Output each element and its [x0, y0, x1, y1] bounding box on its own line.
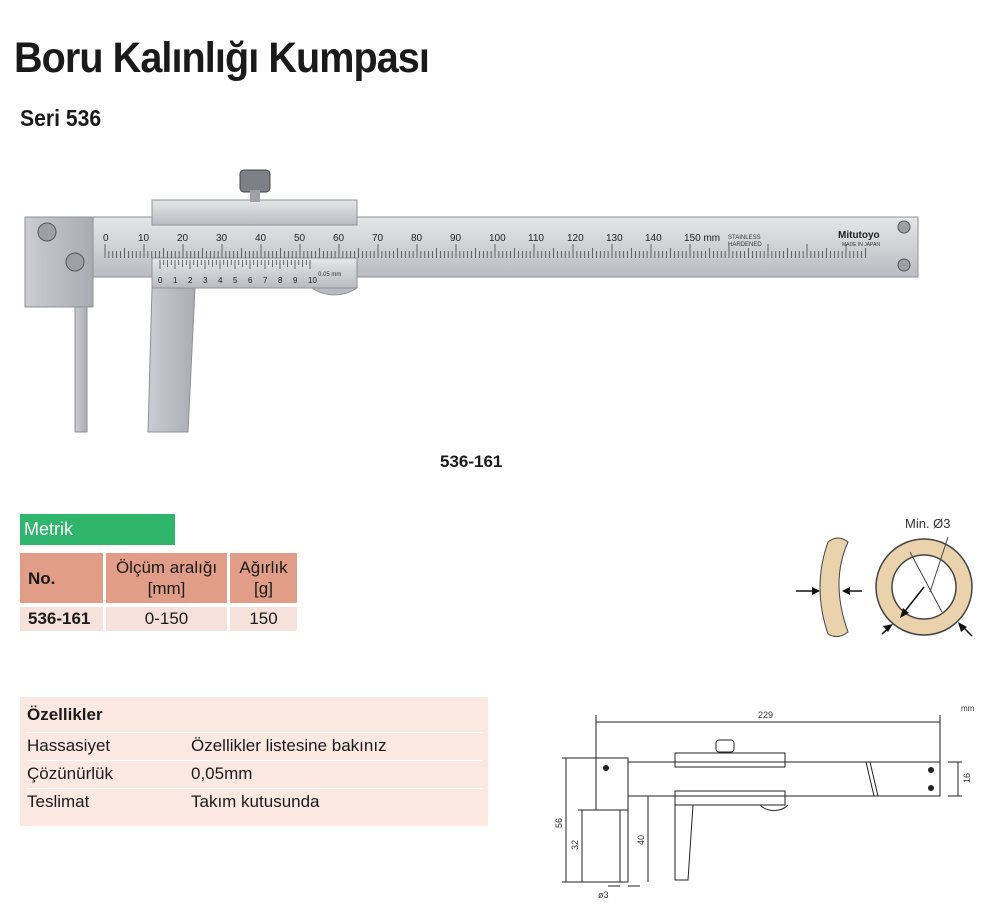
stamp-stainless: STAINLESS [728, 235, 761, 241]
dim-total: 229 [758, 710, 773, 720]
header-range-line1: Ölçüm aralığı [115, 558, 218, 577]
metric-tab: Metrik [20, 514, 175, 545]
scale-label: 10 [138, 233, 150, 244]
vernier-note: 0.05 mm [318, 272, 341, 278]
scale-label: 30 [216, 233, 228, 244]
dim-32: 32 [570, 840, 580, 850]
vernier-label: 5 [233, 276, 238, 285]
vernier-label: 10 [308, 276, 317, 285]
unit-label: mm [961, 704, 975, 713]
scale-label: 50 [294, 233, 306, 244]
vernier-labels: 0 1 2 3 4 5 6 7 8 9 10 [158, 276, 317, 285]
scale-label: 80 [411, 233, 423, 244]
scale-label: 60 [333, 233, 345, 244]
vernier-ticks [159, 260, 311, 269]
header-range: Ölçüm aralığı [mm] [106, 553, 227, 603]
feature-label: Teslimat [27, 792, 90, 811]
scale-label: 130 [606, 233, 623, 244]
scale-label: 40 [255, 233, 267, 244]
scale-label: 90 [450, 233, 462, 244]
table-row: 536-161 0-150 150 [20, 603, 297, 631]
scale-label: 70 [372, 233, 384, 244]
dim-diameter: ø3 [598, 890, 609, 900]
header-range-line2: [mm] [147, 579, 186, 598]
dim-height: 16 [962, 773, 972, 783]
scale-label: 120 [567, 233, 584, 244]
vernier-label: 2 [188, 276, 193, 285]
main-scale-labels: 0 10 20 30 40 50 60 70 80 90 100 110 120 130 140 150 mm [103, 233, 720, 244]
header-weight-line2: [g] [254, 579, 273, 598]
vernier-label: 6 [248, 276, 253, 285]
stamp-hardened: HARDENED [728, 242, 762, 248]
pipe-wall-diagram: Min. Ø3 [796, 516, 973, 638]
cell-range: 0-150 [106, 603, 227, 631]
vernier-label: 9 [293, 276, 298, 285]
feature-label: Hassasiyet [27, 736, 111, 755]
feature-value: Özellikler listesine bakınız [191, 736, 387, 755]
features-heading: Özellikler [27, 705, 103, 724]
brand-logo: Mitutoyo [838, 230, 880, 241]
header-weight: Ağırlık [g] [230, 553, 297, 603]
series-subtitle: Seri 536 [20, 105, 102, 131]
scale-label: 110 [528, 233, 544, 244]
dim-56: 56 [554, 818, 564, 828]
page-title: Boru Kalınlığı Kumpası [14, 34, 430, 82]
spec-table: No. Ölçüm aralığı [mm] Ağırlık [g] 536-1… [17, 553, 300, 631]
scale-label: 20 [177, 233, 189, 244]
scale-label: 150 mm [684, 233, 720, 244]
dimension-drawing: mm 229 16 56 32 40 ø3 [554, 704, 975, 900]
vernier-label: 8 [278, 276, 283, 285]
model-caption: 536-161 [440, 452, 503, 471]
made-in-japan: MADE IN JAPAN [842, 242, 880, 248]
cell-no: 536-161 [20, 603, 103, 631]
vernier-label: 4 [218, 276, 223, 285]
header-weight-line1: Ağırlık [239, 558, 288, 577]
main-scale-ticks [104, 244, 866, 258]
feature-value: 0,05mm [191, 764, 253, 783]
min-diameter-label: Min. Ø3 [905, 516, 951, 531]
scale-label: 140 [645, 233, 662, 244]
feature-row: Hassasiyet Özellikler listesine bakınız [27, 732, 482, 759]
dim-40: 40 [636, 835, 646, 845]
features-box: Özellikler Hassasiyet Özellikler listesi… [20, 697, 488, 826]
cell-weight: 150 [230, 603, 297, 631]
header-no: No. [20, 553, 103, 603]
feature-row: Çözünürlük 0,05mm [27, 760, 482, 787]
vernier-label: 0 [158, 276, 163, 285]
feature-label: Çözünürlük [27, 764, 113, 783]
feature-value: Takım kutusunda [191, 792, 320, 811]
vernier-label: 3 [203, 276, 208, 285]
scale-label: 100 [489, 233, 506, 244]
feature-row: Teslimat Takım kutusunda [27, 788, 482, 815]
scale-label: 0 [103, 233, 109, 244]
vernier-label: 1 [173, 276, 178, 285]
vernier-label: 7 [263, 276, 268, 285]
